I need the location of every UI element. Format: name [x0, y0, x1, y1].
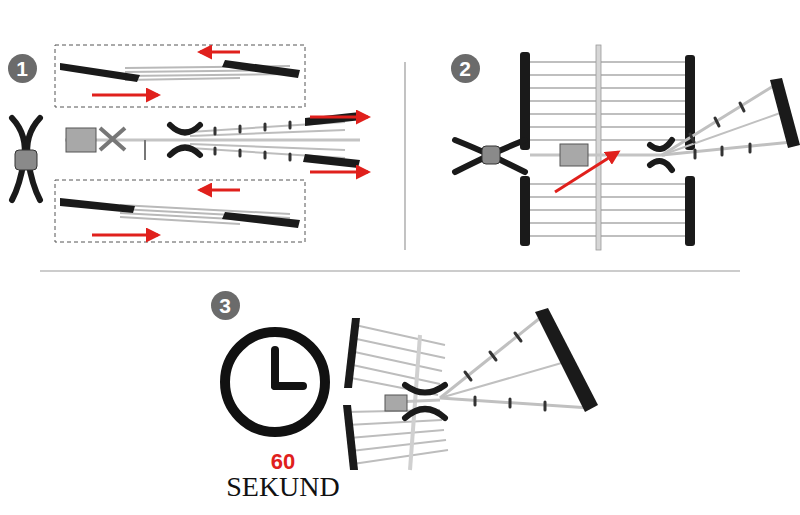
- callout-number: 2: [451, 54, 480, 83]
- divider: [40, 270, 740, 271]
- step-number: 3: [219, 295, 231, 316]
- clock-icon: [225, 332, 325, 432]
- divider: [404, 62, 405, 250]
- step-number: 1: [16, 58, 28, 79]
- step-number: 2: [459, 58, 471, 79]
- time-unit: SEKUND: [226, 472, 340, 503]
- callout-number: 1: [8, 54, 37, 83]
- step-two-drawing: [455, 45, 800, 250]
- callout-number: 3: [211, 291, 240, 320]
- assembled-antenna: [343, 308, 598, 470]
- time-number: 60: [271, 450, 295, 474]
- step-one-drawing: [12, 45, 368, 242]
